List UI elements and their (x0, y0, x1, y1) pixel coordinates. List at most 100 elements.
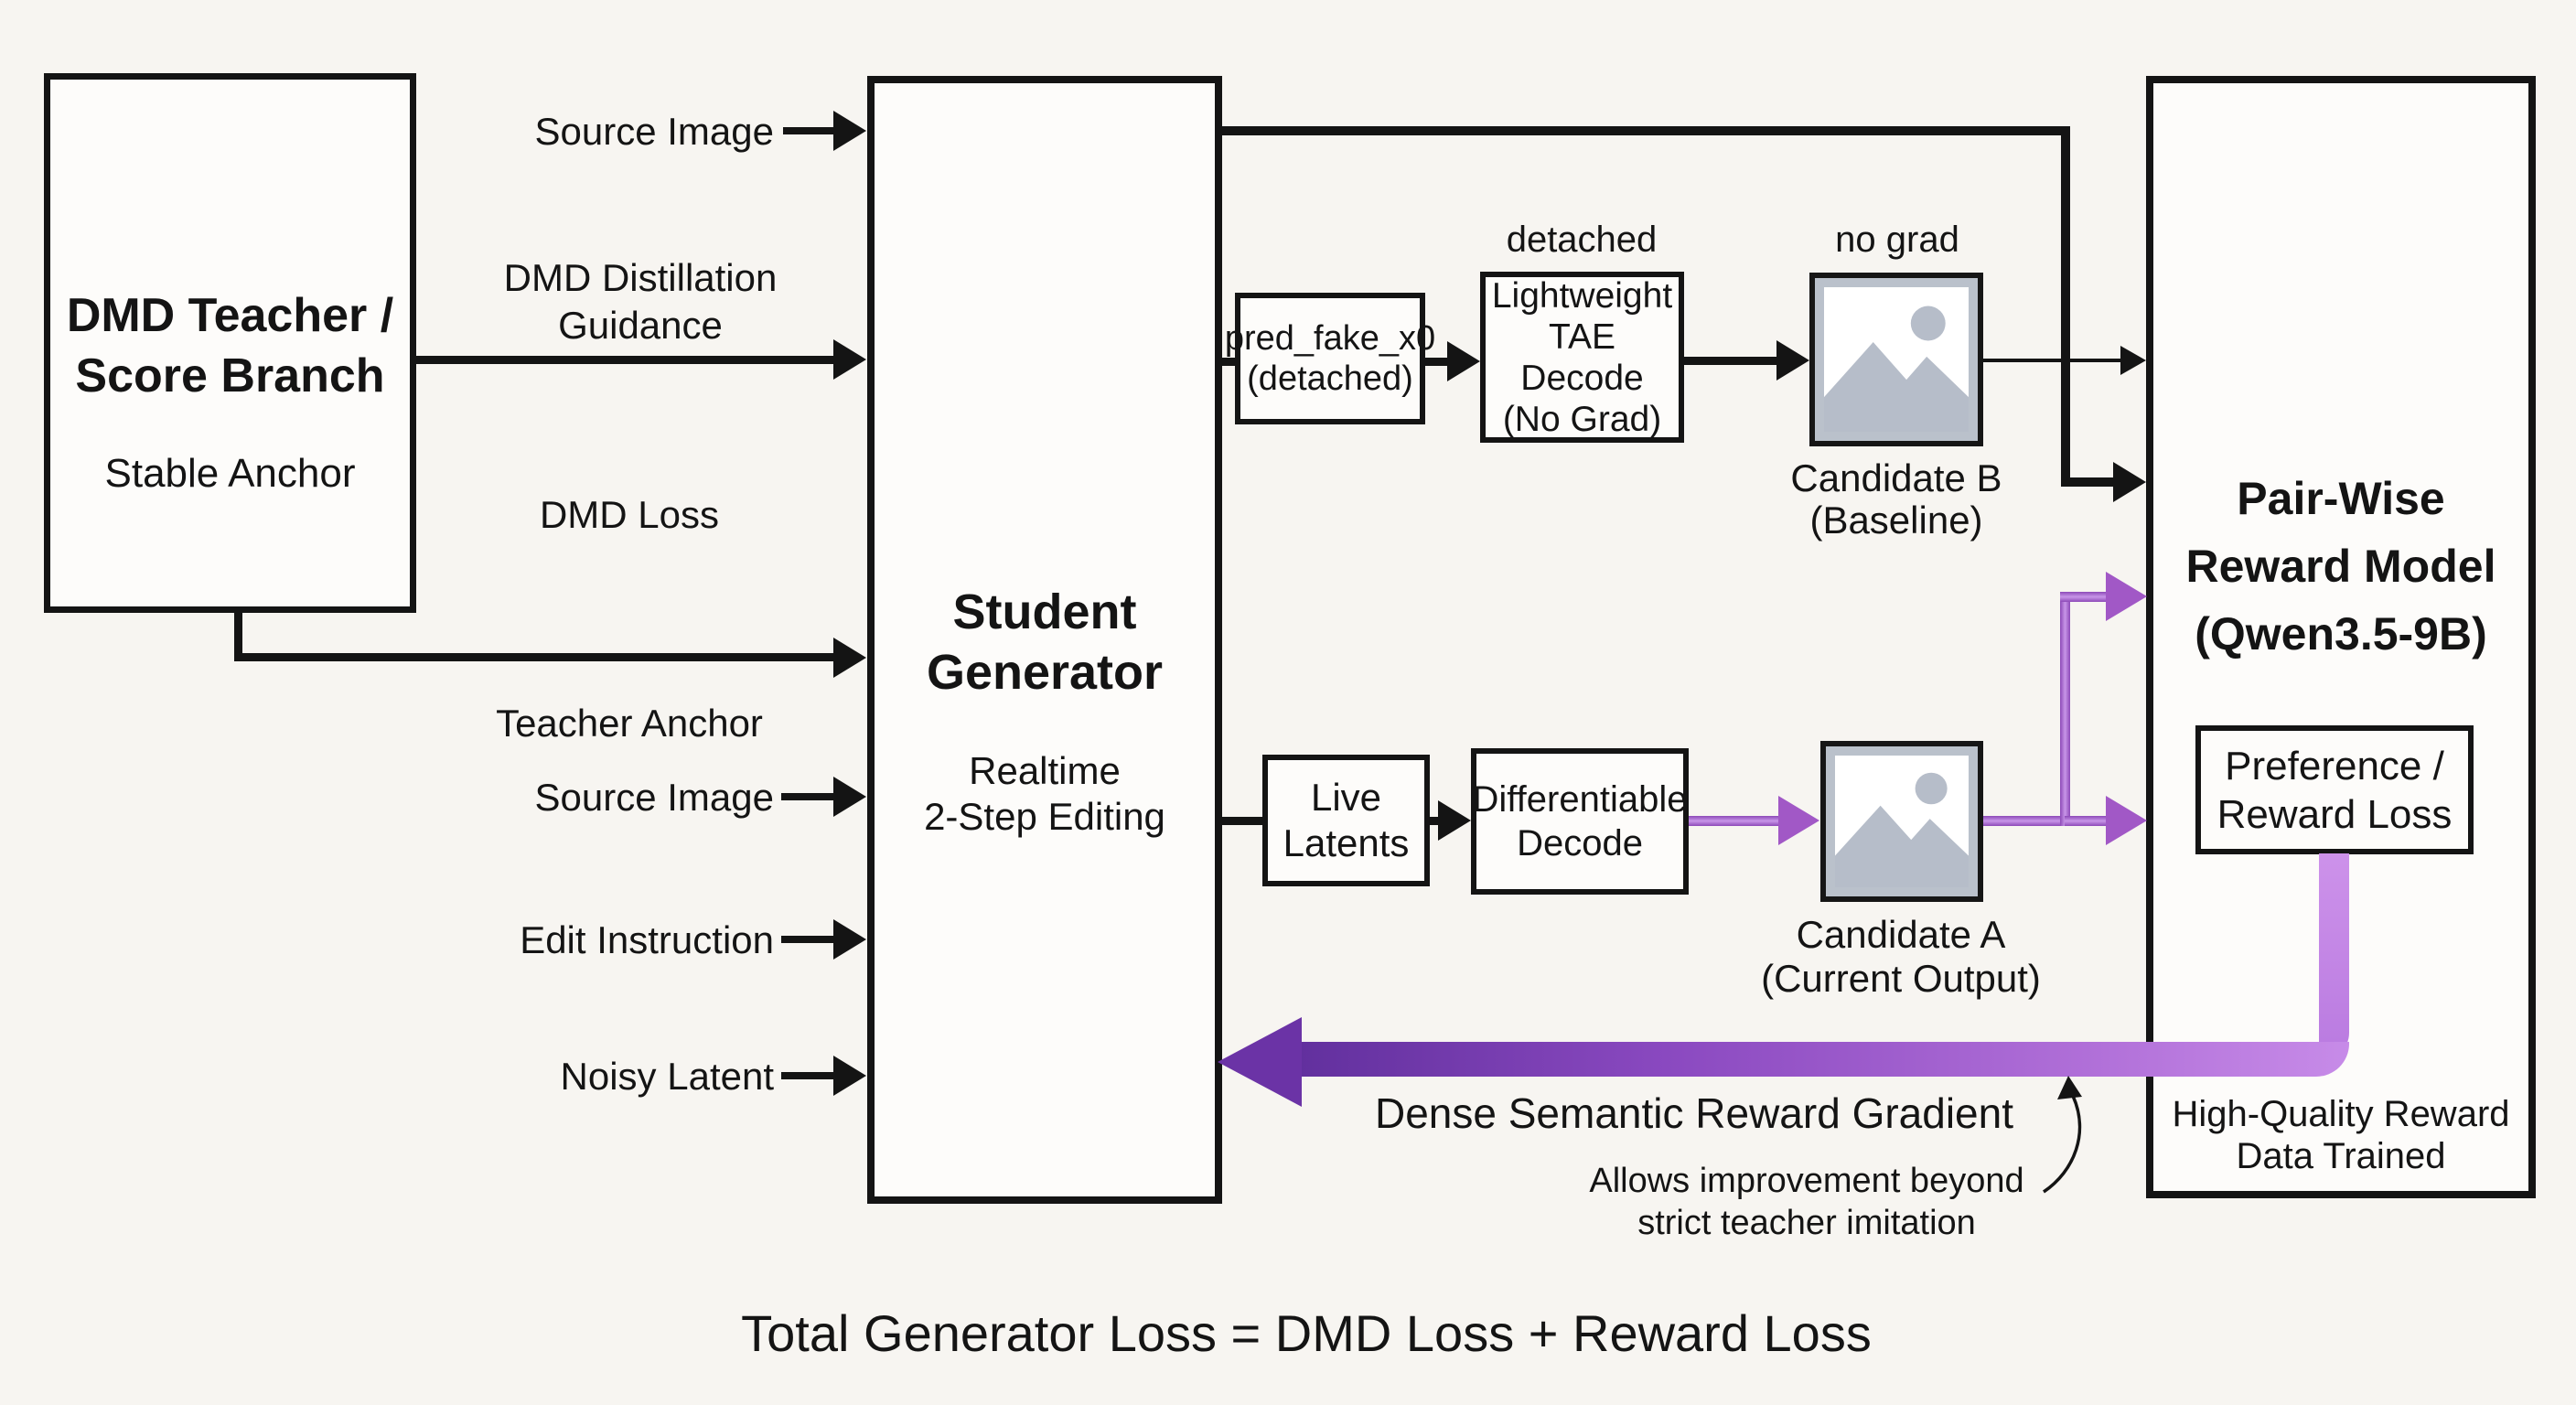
latents-line1: Live (1310, 776, 1382, 819)
arrowhead-tae-candb (1776, 340, 1809, 381)
latents-line2: Latents (1283, 821, 1410, 864)
label-edit-instruction: Edit Instruction (520, 918, 774, 961)
reward-gradient-drop (2319, 853, 2349, 1060)
candidate-a-line1: Candidate A (1796, 913, 2006, 956)
image-placeholder-icon (1809, 273, 1983, 446)
candidate-a-image (1835, 756, 1969, 887)
tae-decode-box: Lightweight TAE Decode (No Grad) (1480, 272, 1684, 443)
line-predfake-tae (1425, 358, 1451, 366)
arrow-noisy-latent (781, 1072, 834, 1079)
pred-fake-box: pred_fake_x0 (detached) (1225, 293, 1435, 424)
reward-footer-line1: High-Quality Reward (2172, 1094, 2510, 1134)
student-title-line1: Student (952, 585, 1137, 639)
arrow-source-image-top (783, 127, 834, 134)
arrowhead-predfake-tae (1447, 341, 1480, 381)
label-source-image-top: Source Image (534, 110, 774, 153)
candidate-b-line1: Candidate B (1790, 456, 2002, 499)
reward-gradient-band (1299, 1042, 2349, 1077)
arrowhead-edit-instruction (833, 919, 866, 960)
student-subtitle-line2: 2-Step Editing (924, 795, 1165, 838)
candidate-b-line2: (Baseline) (1809, 499, 1983, 542)
live-latents-box: Live Latents (1262, 755, 1430, 886)
label-candidate-a: Candidate A (Current Output) (1736, 913, 2066, 1001)
differentiable-decode-box: Differentiable Decode (1471, 748, 1689, 895)
tae-line2: TAE Decode (1520, 316, 1644, 398)
line-source-route-down (2061, 126, 2070, 487)
label-noisy-latent: Noisy Latent (560, 1055, 774, 1098)
arrowhead-noisy-latent (833, 1056, 866, 1096)
arrowhead-dmd-loss (833, 638, 866, 678)
reward-footer-line2: Data Trained (2236, 1136, 2446, 1176)
reward-title-line2: Reward Model (2185, 541, 2496, 592)
dmd-teacher-title-line1: DMD Teacher / (66, 289, 394, 342)
line-student-latents (1222, 817, 1262, 825)
line-source-route-top (1218, 126, 2070, 135)
loss-line2: Reward Loss (2216, 791, 2453, 837)
student-generator-box (867, 76, 1222, 1204)
label-teacher-anchor: Teacher Anchor (496, 702, 763, 745)
tae-line1: Lightweight (1491, 275, 1673, 316)
decode-line1: Differentiable (1472, 779, 1688, 820)
label-dmd-distillation-line2: Guidance (558, 304, 723, 347)
reward-gradient-arrowhead (1218, 1017, 1302, 1107)
arrowhead-dmd-guidance (833, 339, 866, 380)
label-dmd-loss: DMD Loss (539, 493, 720, 536)
line-tae-candb (1684, 357, 1777, 365)
arrow-edit-instruction (781, 936, 834, 943)
label-candidate-b: Candidate B (Baseline) (1750, 457, 2043, 542)
label-dense-semantic-reward-gradient: Dense Semantic Reward Gradient (1375, 1089, 2013, 1137)
student-generator-subtitle: Realtime 2-Step Editing (867, 748, 1222, 840)
total-loss-equation: Total Generator Loss = DMD Loss + Reward… (741, 1304, 1872, 1362)
line-canda-straight (2065, 816, 2108, 826)
dmd-teacher-title: DMD Teacher / Score Branch (44, 285, 416, 406)
student-subtitle-line1: Realtime (969, 749, 1121, 792)
image-placeholder-icon (1820, 741, 1983, 902)
dmd-teacher-box (44, 73, 416, 613)
arrowhead-canda-lower (2106, 796, 2147, 845)
line-student-predfake (1222, 358, 1235, 366)
loss-line1: Preference / (2225, 743, 2444, 788)
arrowhead-candb-reward (2120, 346, 2146, 375)
label-detached: detached (1506, 220, 1658, 260)
candidate-a-line2: (Current Output) (1761, 957, 2041, 1000)
arrowhead-decode-canda (1778, 796, 1819, 845)
reward-title-line1: Pair-Wise (2237, 473, 2445, 524)
reward-model-title: Pair-Wise Reward Model (Qwen3.5-9B) (2146, 465, 2536, 668)
label-no-grad: no grad (1835, 220, 1959, 260)
student-generator-title: Student Generator (867, 582, 1222, 702)
line-decode-canda (1689, 816, 1780, 826)
label-gradient-note: Allows improvement beyond strict teacher… (1514, 1160, 2099, 1244)
label-dmd-distillation: DMD Distillation Guidance (468, 254, 812, 349)
reward-model-box (2146, 76, 2536, 1198)
line-candb-reward (1983, 359, 2120, 362)
arrowhead-source-route (2113, 462, 2146, 502)
dmd-teacher-subtitle: Stable Anchor (104, 451, 356, 496)
pred-fake-line1: pred_fake_x0 (1224, 319, 1436, 358)
preference-reward-loss-box: Preference / Reward Loss (2195, 725, 2474, 854)
line-canda-up (2060, 596, 2070, 826)
line-dmd-loss-down (234, 611, 242, 661)
candidate-b-image (1824, 287, 1969, 432)
line-source-route-stub (2061, 477, 2114, 487)
decode-line2: Decode (1517, 823, 1643, 863)
arrowhead-canda-upper (2106, 572, 2147, 621)
pred-fake-line2: (detached) (1247, 359, 1413, 398)
reward-title-line3: (Qwen3.5-9B) (2195, 608, 2487, 660)
student-title-line2: Generator (926, 645, 1164, 700)
arrowhead-latents-decode (1438, 800, 1471, 841)
line-dmd-loss (234, 653, 837, 661)
line-canda-split (1982, 816, 2070, 826)
dmd-teacher-title-line2: Score Branch (75, 349, 385, 402)
gradient-note-line1: Allows improvement beyond (1589, 1162, 2024, 1200)
arrowhead-source-image-top (833, 111, 866, 151)
line-canda-up-stub (2060, 592, 2108, 602)
tae-line3: (No Grad) (1502, 399, 1662, 439)
line-dmd-guidance (416, 356, 837, 364)
gradient-note-line2: strict teacher imitation (1637, 1204, 1976, 1242)
arrow-source-image (781, 793, 834, 800)
arrowhead-source-image (833, 777, 866, 817)
reward-model-footer: High-Quality Reward Data Trained (2146, 1093, 2536, 1177)
line-latents-decode (1429, 817, 1440, 825)
label-dmd-distillation-line1: DMD Distillation (503, 256, 778, 299)
